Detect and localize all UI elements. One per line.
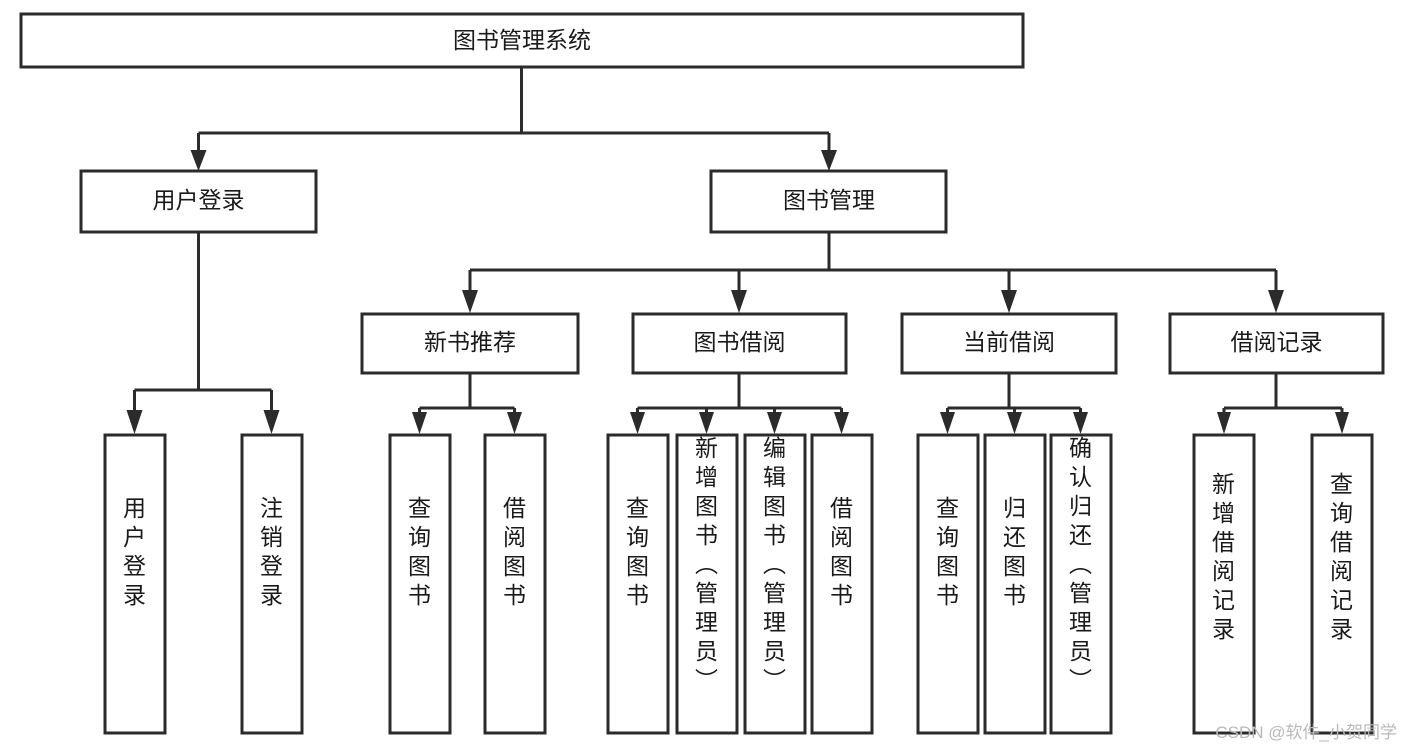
- leaf-node-br-query-record[interactable]: 查询借阅记录: [1310, 433, 1374, 735]
- arrow-head-leaf-user-login: [126, 410, 143, 434]
- leaf-node-nb-borrow-book[interactable]: 借阅图书: [483, 433, 547, 735]
- arrow-head-cb-leaf-3: [1073, 412, 1088, 434]
- arrow-head-book-manage: [821, 150, 837, 171]
- leaf-box[interactable]: [1049, 433, 1113, 735]
- leaf-label: 新增借阅记录: [1212, 471, 1236, 642]
- arrow-head-book-borrow: [731, 290, 747, 313]
- leaf-label: 查询图书: [936, 495, 960, 608]
- node-book-borrow[interactable]: 图书借阅: [631, 312, 848, 375]
- leaf-label: 编辑图书︵管理员︶: [763, 435, 787, 693]
- connector-layer: [126, 67, 1349, 434]
- leaf-node-cb-return-book[interactable]: 归还图书: [983, 433, 1047, 735]
- arrow-head-borrow-record: [1268, 290, 1284, 313]
- book-manage-box[interactable]: [709, 169, 948, 234]
- arrow-head-br-leaf-1: [1217, 412, 1231, 434]
- leaf-box[interactable]: [743, 433, 807, 735]
- book-borrow-box[interactable]: [631, 312, 848, 375]
- book-manage-label: 图书管理: [783, 187, 875, 213]
- borrow-record-box[interactable]: [1168, 312, 1385, 375]
- leaf-box[interactable]: [103, 433, 167, 735]
- leaf-box[interactable]: [675, 433, 739, 735]
- new-book-recommend-box[interactable]: [360, 312, 580, 375]
- leaf-box[interactable]: [606, 433, 670, 735]
- arrow-head-user-login: [190, 150, 207, 171]
- leaf-label: 归还图书: [1003, 495, 1027, 608]
- leaf-label: 借阅图书: [830, 495, 854, 608]
- leaf-label: 注销登录: [260, 495, 284, 608]
- leaf-node-cb-confirm-return-admin[interactable]: 确认归还︵管理员︶: [1049, 433, 1113, 735]
- current-borrow-box[interactable]: [900, 312, 1118, 375]
- leaf-label: 查询图书: [408, 495, 432, 608]
- leaf-box[interactable]: [983, 433, 1047, 735]
- root-box[interactable]: [19, 12, 1025, 69]
- arrow-head-current-borrow: [1001, 290, 1017, 313]
- arrow-head-new-book-recommend: [462, 290, 478, 313]
- book-borrow-label: 图书借阅: [694, 329, 786, 355]
- leaf-label: 用户登录: [123, 495, 147, 608]
- node-root-system[interactable]: 图书管理系统: [19, 12, 1025, 69]
- node-new-book-recommend[interactable]: 新书推荐: [360, 312, 580, 375]
- node-book-manage[interactable]: 图书管理: [709, 169, 948, 234]
- leaf-node-bb-borrow-book[interactable]: 借阅图书: [810, 433, 874, 735]
- current-borrow-label: 当前借阅: [963, 329, 1055, 355]
- leaf-label: 新增图书︵管理员︶: [695, 435, 719, 693]
- arrow-head-bb-leaf-2: [699, 412, 714, 434]
- leaf-node-user-login-login[interactable]: 用户登录: [103, 433, 167, 735]
- arrow-head-bb-leaf-1: [630, 412, 645, 434]
- arrow-head-bb-leaf-3: [767, 412, 782, 434]
- leaf-node-br-add-record[interactable]: 新增借阅记录: [1192, 433, 1256, 735]
- leaf-box[interactable]: [810, 433, 874, 735]
- leaf-box[interactable]: [916, 433, 980, 735]
- arrow-head-nb-leaf-2: [507, 412, 522, 434]
- leaf-box[interactable]: [1310, 433, 1374, 735]
- leaf-node-bb-query-book[interactable]: 查询图书: [606, 433, 670, 735]
- node-current-borrow[interactable]: 当前借阅: [900, 312, 1118, 375]
- node-user-login[interactable]: 用户登录: [79, 169, 318, 234]
- user-login-box[interactable]: [79, 169, 318, 234]
- leaf-label: 确认归还︵管理员︶: [1069, 435, 1093, 693]
- leaf-label: 查询借阅记录: [1330, 471, 1354, 642]
- leaf-box[interactable]: [1192, 433, 1256, 735]
- arrow-head-br-leaf-2: [1335, 412, 1349, 434]
- arrow-head-nb-leaf-1: [412, 412, 427, 434]
- leaf-box[interactable]: [483, 433, 547, 735]
- arrow-head-leaf-logout: [263, 410, 280, 434]
- arrow-head-bb-leaf-4: [834, 412, 849, 434]
- leaf-node-bb-add-book-admin[interactable]: 新增图书︵管理员︶: [675, 433, 739, 735]
- leaf-label: 查询图书: [626, 495, 650, 608]
- borrow-record-label: 借阅记录: [1231, 329, 1323, 355]
- leaf-box[interactable]: [240, 433, 304, 735]
- leaf-label: 借阅图书: [503, 495, 527, 608]
- leaf-node-cb-query-book[interactable]: 查询图书: [916, 433, 980, 735]
- leaf-node-user-login-logout[interactable]: 注销登录: [240, 433, 304, 735]
- node-borrow-record[interactable]: 借阅记录: [1168, 312, 1385, 375]
- new-book-recommend-label: 新书推荐: [424, 329, 516, 355]
- leaf-node-bb-edit-book-admin[interactable]: 编辑图书︵管理员︶: [743, 433, 807, 735]
- arrow-head-cb-leaf-2: [1007, 412, 1022, 434]
- user-login-label: 用户登录: [153, 187, 245, 213]
- arrow-head-cb-leaf-1: [940, 412, 955, 434]
- leaf-box[interactable]: [388, 433, 452, 735]
- leaf-node-nb-query-book[interactable]: 查询图书: [388, 433, 452, 735]
- root-label: 图书管理系统: [453, 27, 591, 53]
